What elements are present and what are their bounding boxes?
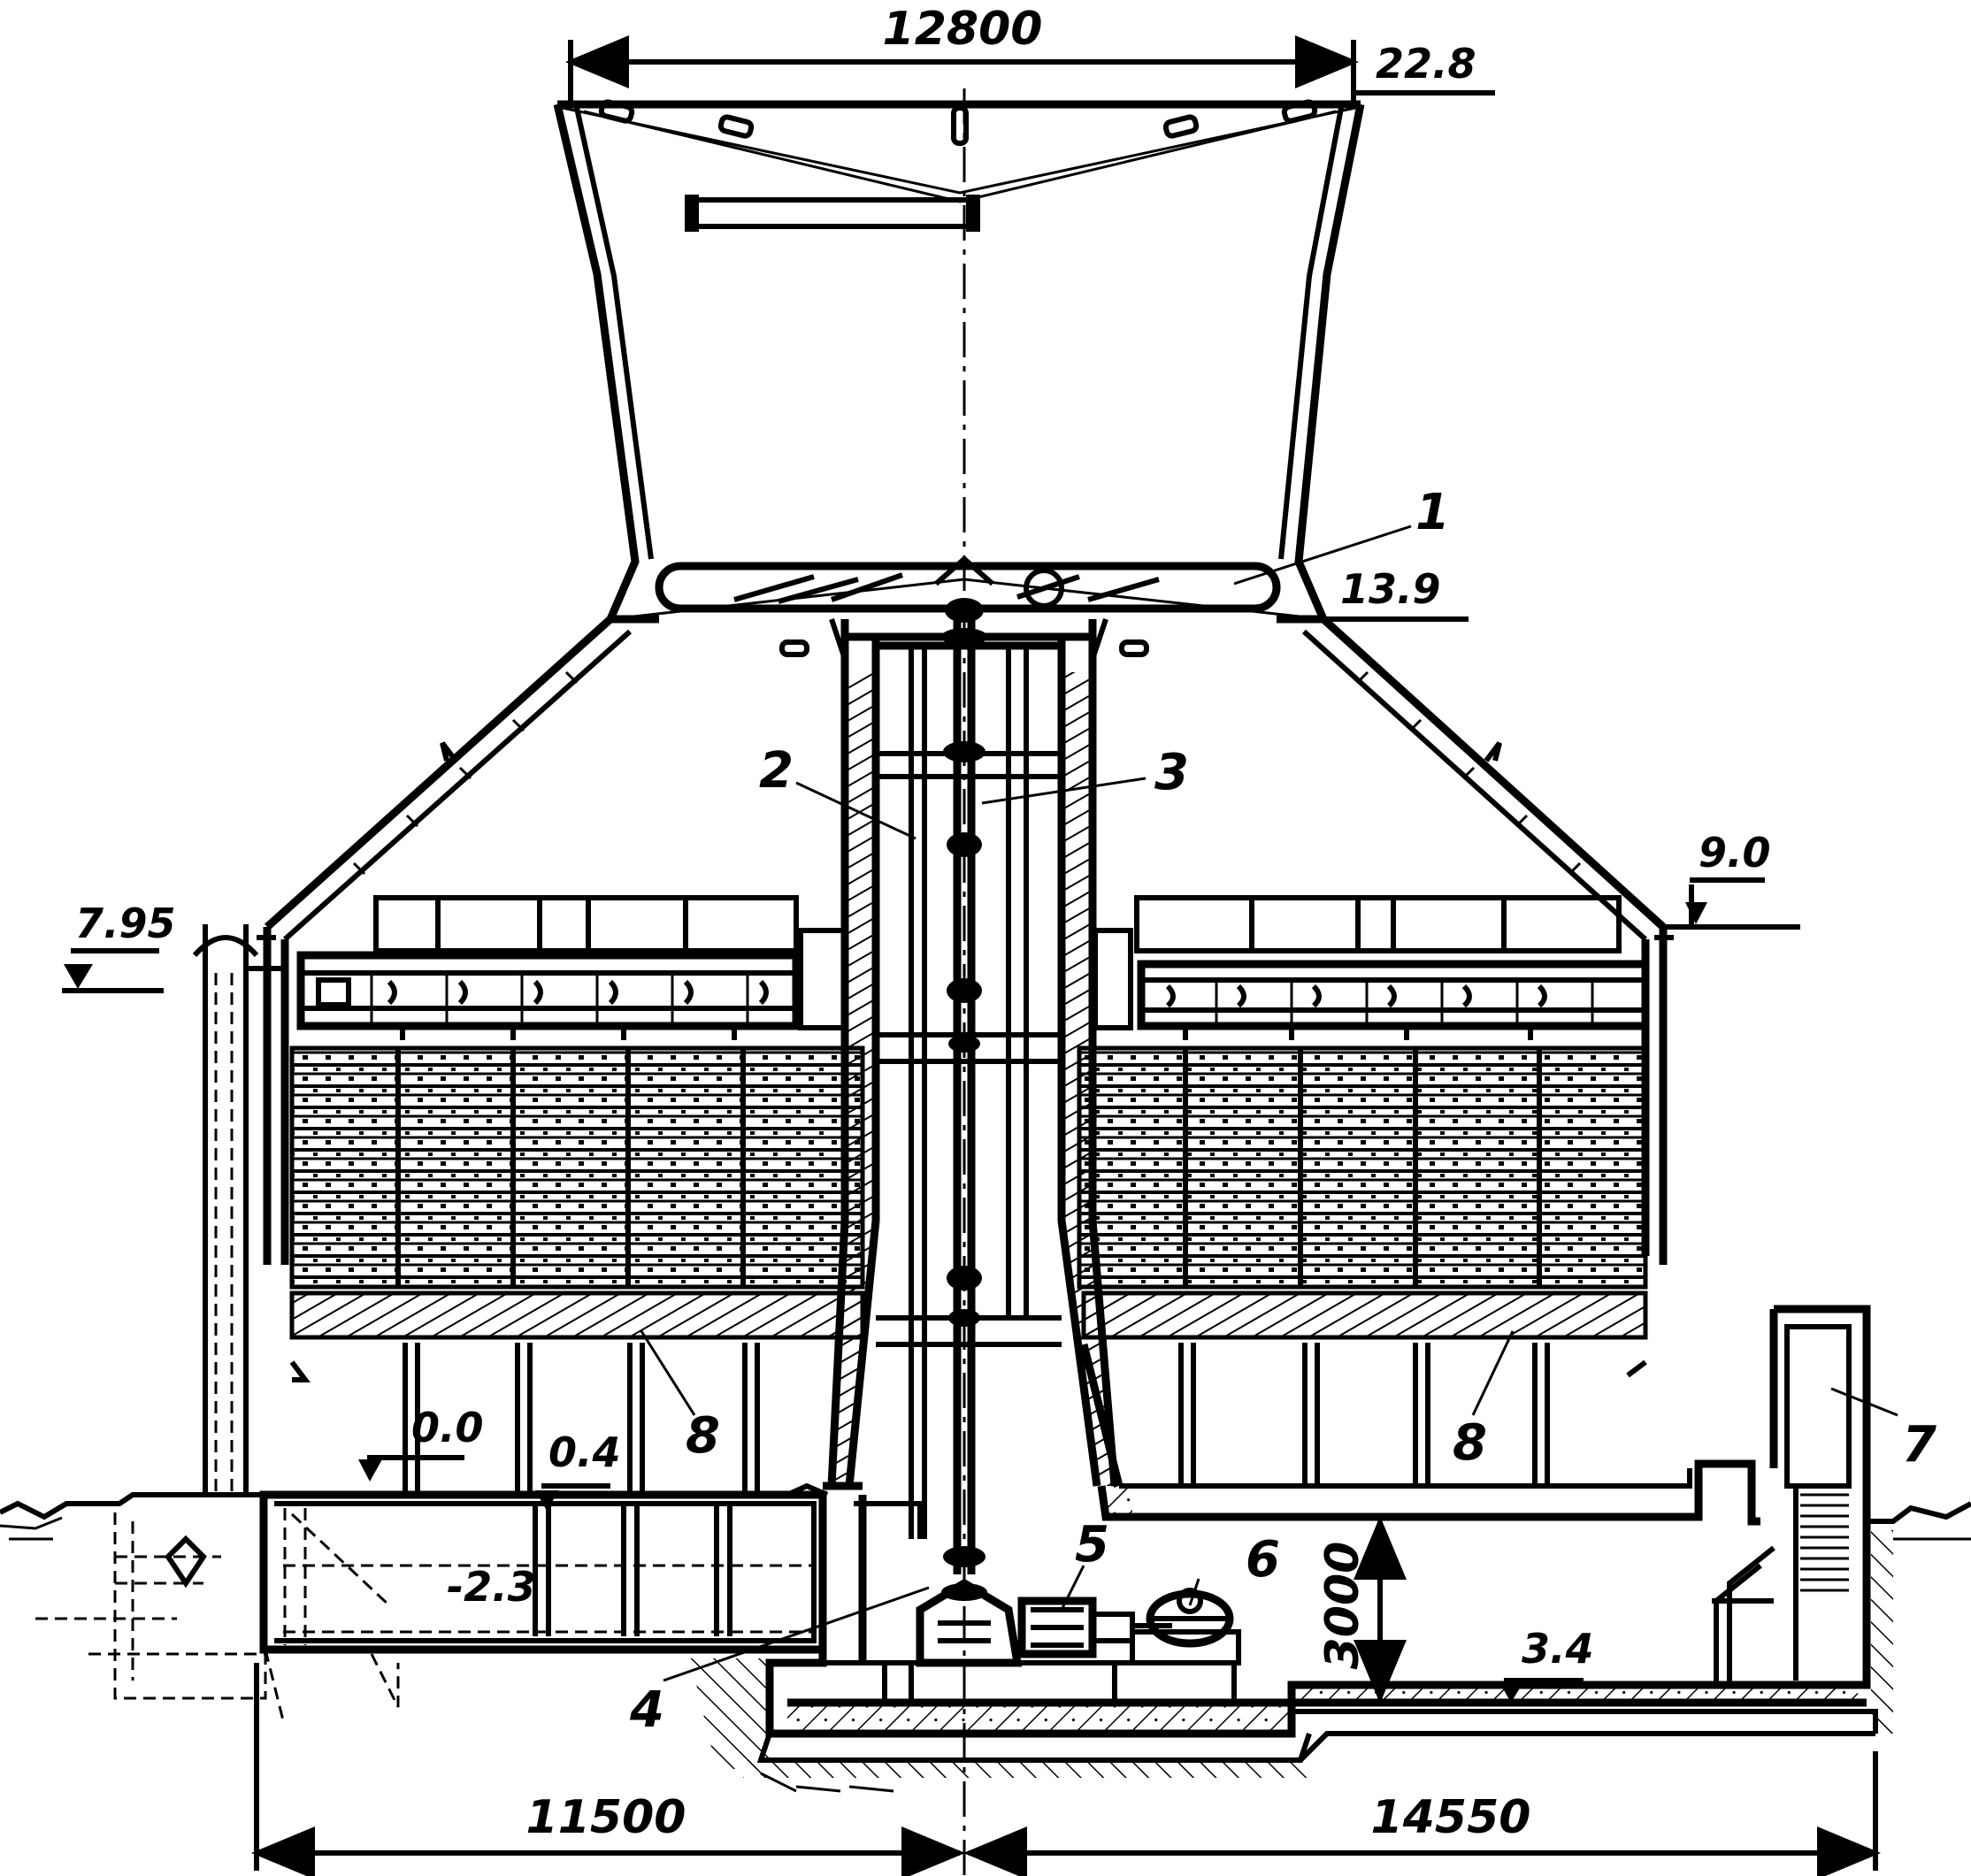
elevation-left-roof: 7.95 [62,900,176,993]
elev-basement-floor-label: 3.4 [1522,1625,1594,1673]
shell-ribs [352,670,1582,876]
ground-left [0,1492,400,1721]
elevation-right-roof: 9.0 [1663,829,1800,930]
elev-basin-water-label: 0.4 [548,1428,621,1476]
elevation-basement-floor: 3.4 [1499,1625,1594,1703]
dim-basement-height-label: 3000 [1316,1542,1369,1670]
dim-top: 12800 [565,3,1359,106]
basement [690,1482,1878,1793]
fill-pack-left [289,1045,865,1290]
callout-leaders [640,525,1898,1682]
elevation-basin-water: 0.4 [535,1428,621,1511]
diffuser [553,99,1365,621]
dim-top-width: 12800 [883,3,1043,56]
elev-left-roof-label: 7.95 [75,900,176,947]
support-columns [289,1343,1647,1495]
eliminator-left [289,1290,865,1340]
drive-shaft [941,598,987,1574]
callout-1: 1 [1415,484,1450,541]
elev-top-label: 22.8 [1376,40,1476,88]
callout-4: 4 [629,1681,664,1739]
dim-bottom: 11500 14550 [251,1663,1881,1876]
callout-8-right: 8 [1453,1414,1487,1472]
stair-steps [1800,1493,1849,1592]
distribution-right [1093,895,1650,1040]
callout-2: 2 [759,742,794,800]
elev-ground-label: 0.0 [411,1404,484,1451]
pump-unit [916,1578,1023,1667]
equipment-base [909,1660,1237,1705]
i-beam [685,195,980,232]
callout-8-left: 8 [686,1407,720,1465]
elev-basin-bottom-label: -2.3 [447,1563,536,1611]
right-basin-slab [1097,1459,1760,1526]
dim-basement-height: 3000 [1316,1515,1407,1704]
callout-6: 6 [1246,1531,1280,1589]
elevation-fan: 13.9 [1300,565,1469,622]
dim-right-base: 14550 [1371,1791,1531,1844]
callout-7: 7 [1902,1416,1936,1474]
elev-right-roof-label: 9.0 [1699,829,1771,877]
elev-fan-label: 13.9 [1340,565,1441,613]
callout-5: 5 [1075,1516,1109,1574]
stairwell [1712,1305,1971,1734]
motor [1130,1588,1241,1665]
elevation-ground: 0.0 [358,1404,484,1482]
dim-left-base: 11500 [526,1791,686,1844]
distribution-left [296,895,847,1040]
fill-pack-right [1077,1045,1648,1290]
eliminator-right [1081,1290,1648,1340]
elevation-top: 22.8 [1354,40,1495,96]
callout-3: 3 [1154,744,1189,801]
diffuser-bracing [562,99,1356,203]
